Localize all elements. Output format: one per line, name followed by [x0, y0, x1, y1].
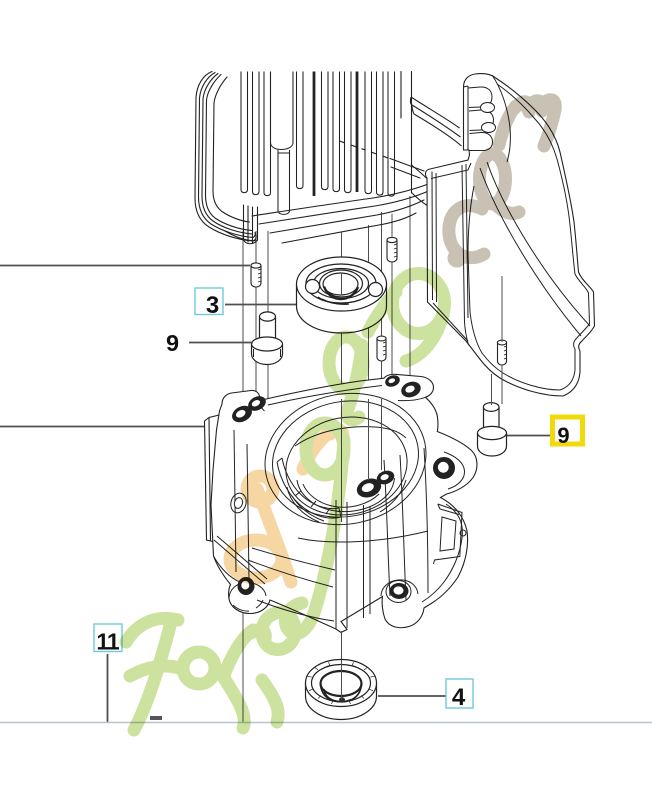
svg-text:11: 11 [96, 629, 120, 655]
svg-text:9: 9 [166, 330, 179, 356]
svg-text:4: 4 [452, 684, 466, 711]
svg-text:3: 3 [206, 292, 219, 319]
svg-text:9: 9 [557, 423, 569, 448]
